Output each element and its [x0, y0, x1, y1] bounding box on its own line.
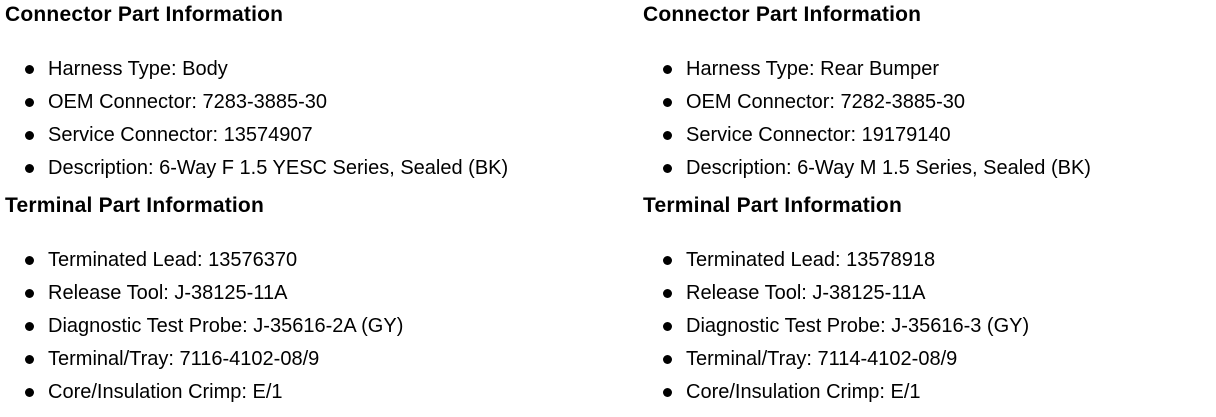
- list-item-text: Terminated Lead: 13578918: [686, 249, 936, 271]
- list-item: Diagnostic Test Probe: J-35616-3 (GY): [643, 310, 1216, 343]
- list-item: Terminal/Tray: 7116-4102-08/9: [5, 343, 613, 376]
- list-item-text: Terminal/Tray: 7114-4102-08/9: [686, 348, 958, 370]
- terminal-info-list: Terminated Lead: 13578918 Release Tool: …: [643, 244, 1216, 409]
- list-item: Harness Type: Rear Bumper: [643, 53, 1216, 86]
- bullet-icon: [25, 355, 34, 364]
- list-item: Release Tool: J-38125-11A: [643, 277, 1216, 310]
- list-item: Terminated Lead: 13578918: [643, 244, 1216, 277]
- list-item: Harness Type: Body: [5, 53, 613, 86]
- list-item-text: OEM Connector: 7282-3885-30: [686, 91, 966, 113]
- list-item: Service Connector: 13574907: [5, 119, 613, 152]
- right-part-info-column: Connector Part Information Harness Type:…: [643, 2, 1216, 417]
- terminal-part-info-section: Terminal Part Information Terminated Lea…: [5, 193, 613, 409]
- connector-info-list: Harness Type: Body OEM Connector: 7283-3…: [5, 53, 613, 185]
- bullet-icon: [25, 164, 34, 173]
- bullet-icon: [25, 388, 34, 397]
- bullet-icon: [663, 322, 672, 331]
- list-item-text: Terminated Lead: 13576370: [48, 249, 298, 271]
- bullet-icon: [25, 65, 34, 74]
- list-item: Description: 6-Way F 1.5 YESC Series, Se…: [5, 152, 613, 185]
- list-item: Service Connector: 19179140: [643, 119, 1216, 152]
- connector-part-info-section: Connector Part Information Harness Type:…: [5, 2, 613, 185]
- list-item-text: Terminal/Tray: 7116-4102-08/9: [48, 348, 320, 370]
- terminal-part-info-heading: Terminal Part Information: [643, 194, 902, 217]
- list-item-text: Harness Type: Body: [48, 58, 228, 80]
- list-item: OEM Connector: 7282-3885-30: [643, 86, 1216, 119]
- bullet-icon: [663, 131, 672, 140]
- list-item: Release Tool: J-38125-11A: [5, 277, 613, 310]
- terminal-part-info-section: Terminal Part Information Terminated Lea…: [643, 193, 1216, 409]
- bullet-icon: [25, 131, 34, 140]
- list-item-text: Description: 6-Way F 1.5 YESC Series, Se…: [48, 157, 509, 179]
- list-item: Description: 6-Way M 1.5 Series, Sealed …: [643, 152, 1216, 185]
- bullet-icon: [25, 256, 34, 265]
- bullet-icon: [663, 256, 672, 265]
- list-item-text: Harness Type: Rear Bumper: [686, 58, 940, 80]
- connector-part-info-heading: Connector Part Information: [5, 3, 284, 26]
- list-item: Diagnostic Test Probe: J-35616-2A (GY): [5, 310, 613, 343]
- bullet-icon: [663, 65, 672, 74]
- list-item: Core/Insulation Crimp: E/1: [643, 376, 1216, 409]
- list-item: Terminal/Tray: 7114-4102-08/9: [643, 343, 1216, 376]
- list-item-text: Core/Insulation Crimp: E/1: [686, 381, 921, 403]
- list-item-text: OEM Connector: 7283-3885-30: [48, 91, 328, 113]
- terminal-part-info-heading: Terminal Part Information: [5, 194, 264, 217]
- bullet-icon: [663, 355, 672, 364]
- list-item: OEM Connector: 7283-3885-30: [5, 86, 613, 119]
- bullet-icon: [25, 289, 34, 298]
- list-item-text: Diagnostic Test Probe: J-35616-3 (GY): [686, 315, 1030, 337]
- list-item-text: Release Tool: J-38125-11A: [48, 282, 288, 304]
- list-item-text: Core/Insulation Crimp: E/1: [48, 381, 283, 403]
- bullet-icon: [663, 388, 672, 397]
- list-item-text: Release Tool: J-38125-11A: [686, 282, 926, 304]
- list-item-text: Description: 6-Way M 1.5 Series, Sealed …: [686, 157, 1091, 179]
- connector-part-info-heading: Connector Part Information: [643, 3, 922, 26]
- list-item-text: Service Connector: 13574907: [48, 124, 313, 146]
- connector-part-info-section: Connector Part Information Harness Type:…: [643, 2, 1216, 185]
- bullet-icon: [663, 98, 672, 107]
- left-part-info-column: Connector Part Information Harness Type:…: [5, 2, 613, 417]
- bullet-icon: [25, 322, 34, 331]
- list-item: Core/Insulation Crimp: E/1: [5, 376, 613, 409]
- terminal-info-list: Terminated Lead: 13576370 Release Tool: …: [5, 244, 613, 409]
- bullet-icon: [663, 289, 672, 298]
- list-item-text: Service Connector: 19179140: [686, 124, 951, 146]
- list-item: Terminated Lead: 13576370: [5, 244, 613, 277]
- bullet-icon: [663, 164, 672, 173]
- bullet-icon: [25, 98, 34, 107]
- connector-info-list: Harness Type: Rear Bumper OEM Connector:…: [643, 53, 1216, 185]
- list-item-text: Diagnostic Test Probe: J-35616-2A (GY): [48, 315, 404, 337]
